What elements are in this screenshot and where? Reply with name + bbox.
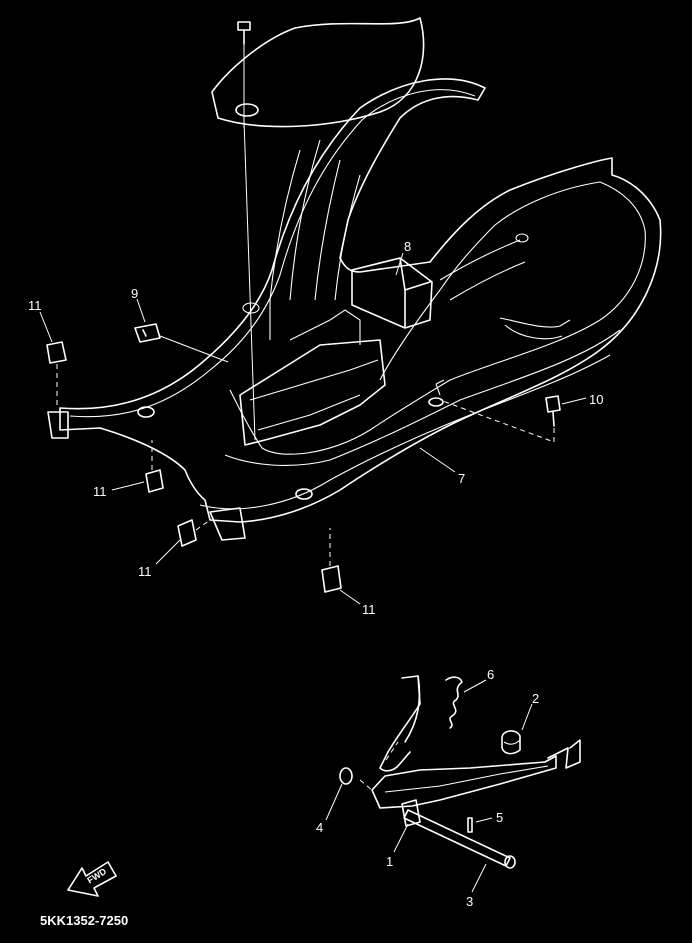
callout-8: 8 <box>404 239 411 254</box>
callout-6: 6 <box>487 667 494 682</box>
callout-2: 2 <box>532 691 539 706</box>
callout-11-top-left: 11 <box>28 298 42 313</box>
callout-3: 3 <box>466 894 473 909</box>
callout-10: 10 <box>589 392 603 407</box>
callout-11-bottom: 11 <box>362 602 376 617</box>
callout-4: 4 <box>316 820 323 835</box>
callout-1: 1 <box>386 854 393 869</box>
clip-fasteners <box>46 323 561 593</box>
callout-7: 7 <box>458 471 465 486</box>
fwd-arrow-icon: FWD <box>67 861 117 897</box>
callout-5: 5 <box>496 810 503 825</box>
callout-11-mid-left: 11 <box>93 484 107 499</box>
callout-9: 9 <box>131 286 138 301</box>
callout-leaders <box>39 252 587 893</box>
callout-11-lower-left: 11 <box>138 564 152 579</box>
stand-assembly-drawing <box>339 675 581 869</box>
part-code: 5KK1352-7250 <box>40 913 128 928</box>
callout-labels: 8 9 11 10 7 11 11 11 6 2 4 5 1 3 <box>28 239 603 909</box>
floor-panel-drawing <box>47 17 662 541</box>
